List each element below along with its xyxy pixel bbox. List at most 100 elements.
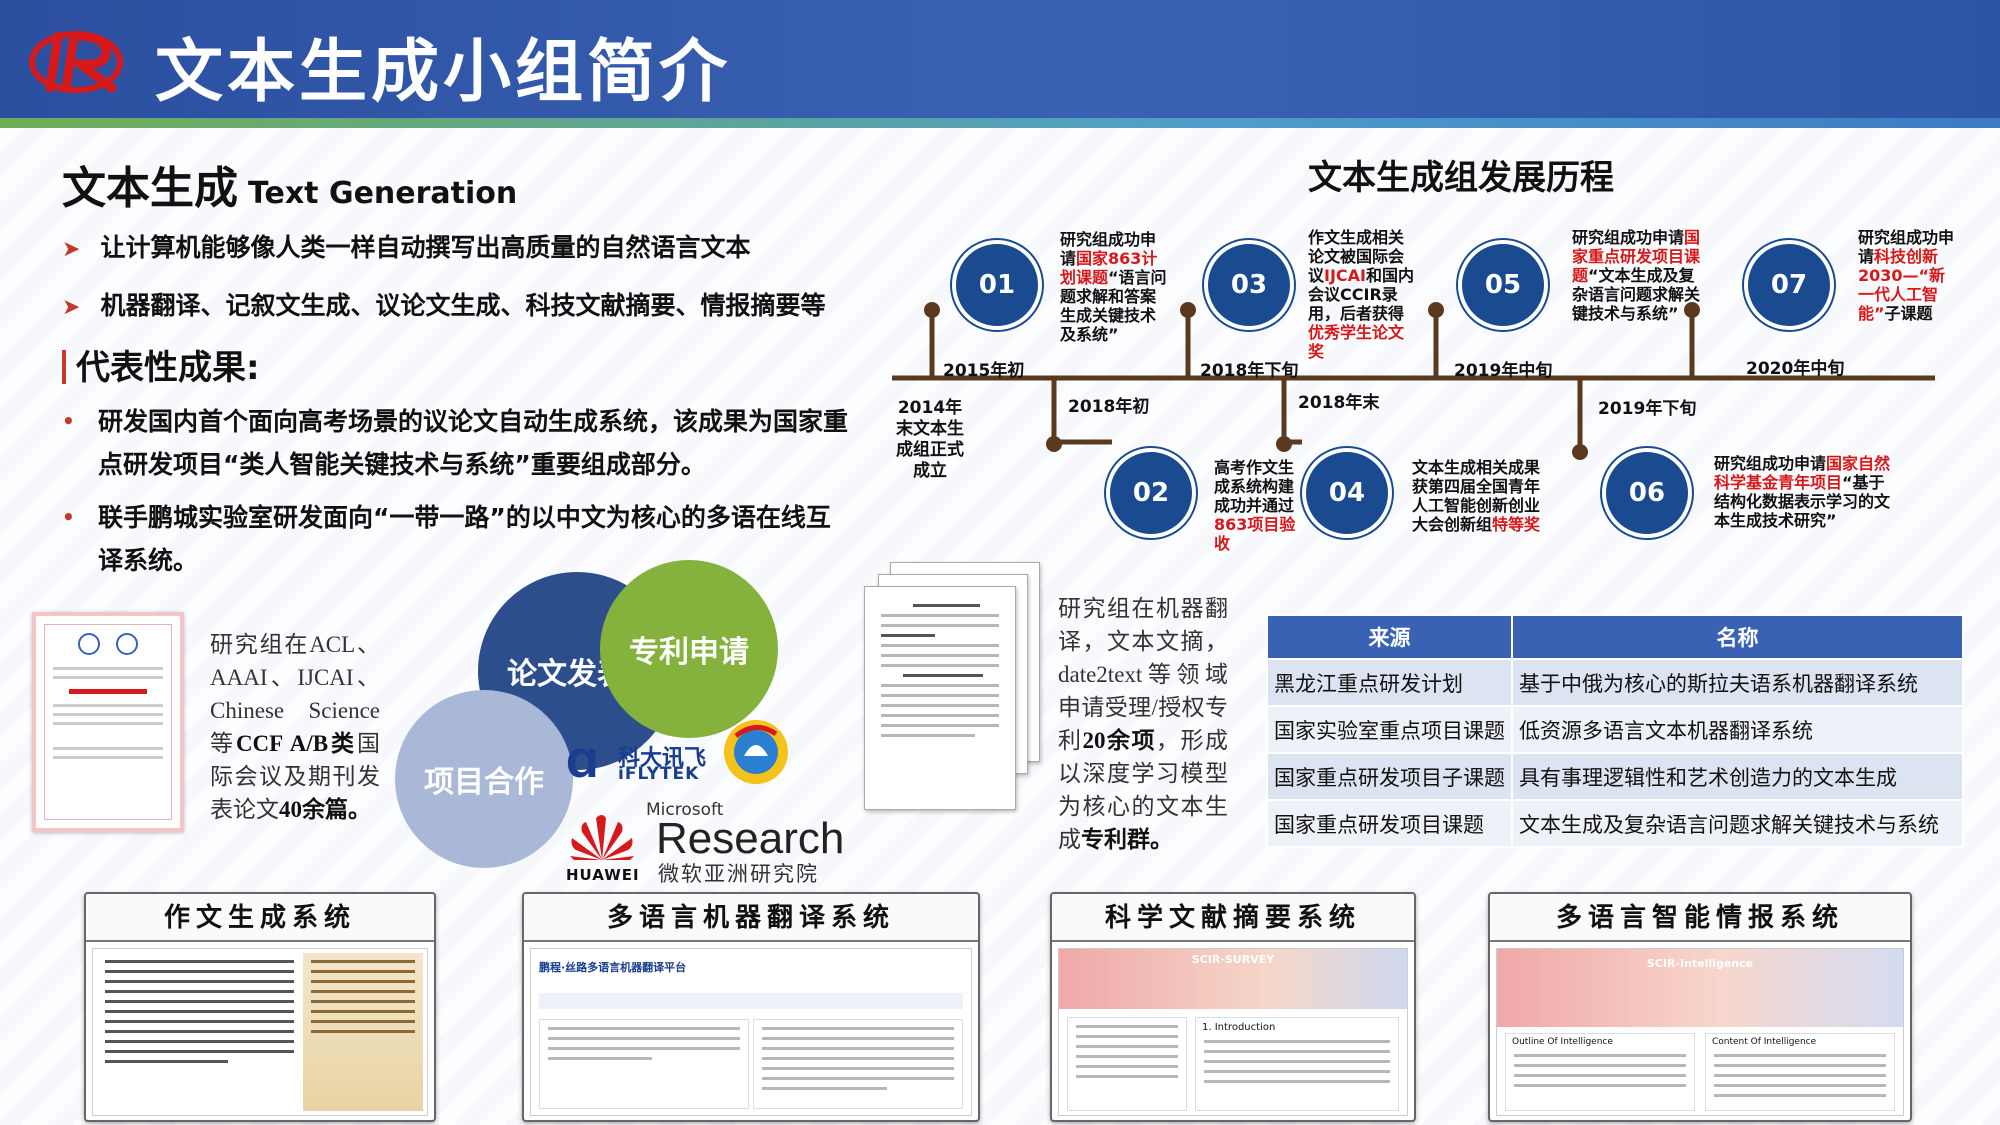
results-title: 代表性成果: <box>62 340 260 389</box>
heading-en: Text Generation <box>248 176 518 211</box>
patents-count: 20余项 <box>1082 728 1157 753</box>
table-cell: 国家实验室重点项目课题 <box>1266 705 1513 754</box>
timeline-node-05: 05 <box>1458 240 1548 330</box>
table-header-source: 来源 <box>1266 614 1513 660</box>
hit-logo-icon <box>29 31 123 93</box>
platform-caption: 鹏程·丝路多语言机器翻译平台 <box>539 961 687 974</box>
desc-highlight: 国家863计划课题 <box>1060 249 1158 287</box>
timeline-node-07: 07 <box>1744 240 1834 330</box>
table-cell: 国家重点研发项目子课题 <box>1266 752 1513 801</box>
timeline-dot <box>924 302 940 318</box>
timeline-desc-02: 高考作文生成系统构建成功并通过863项目验收 <box>1214 458 1304 553</box>
intro-point-text: 让计算机能够像人类一样自动撰写出高质量的自然语言文本 <box>100 233 751 262</box>
system-screenshot: 鹏程·丝路多语言机器翻译平台 <box>530 948 972 1116</box>
desc-text: 和国内会议CCIR录用，后者获得 <box>1308 266 1415 323</box>
table-cell: 基于中俄为核心的斯拉夫语系机器翻译系统 <box>1511 658 1964 707</box>
timeline-node-04: 04 <box>1302 448 1392 538</box>
result-item-1: •研发国内首个面向高考场景的议论文自动生成系统，该成果为国家重点研发项目“类人智… <box>62 400 852 486</box>
header-banner <box>0 0 2000 118</box>
papers-highlight: CCF A/B类 <box>235 731 357 756</box>
papers-text: 国际会议及期刊发表论文 <box>210 731 380 822</box>
desc-highlight: 国家自然科学基金青年项目 <box>1714 454 1891 492</box>
section-caption: 1. Introduction <box>1202 1022 1276 1033</box>
system-title: 多语言机器翻译系统 <box>524 894 978 942</box>
desc-text: 研究组成功申请 <box>1572 228 1685 247</box>
huawei-logo-icon <box>570 815 634 860</box>
projects-table: 来源 名称 黑龙江重点研发计划 基于中俄为核心的斯拉夫语系机器翻译系统 国家实验… <box>1266 614 1964 848</box>
timeline-dot <box>1684 302 1700 318</box>
timeline-date-05: 2019年中旬 <box>1454 361 1553 381</box>
timeline-dot <box>1428 302 1444 318</box>
timeline-date-04: 2018年末 <box>1298 393 1380 413</box>
pengcheng-lab-logo-icon <box>724 720 788 784</box>
patents-highlight: 专利群。 <box>1081 827 1173 852</box>
iflytek-name-cn: 科大讯飞 <box>618 746 707 771</box>
table-header-name: 名称 <box>1511 614 1964 660</box>
system-title: 多语言智能情报系统 <box>1490 894 1910 942</box>
desc-highlight: 国家重点研发项目课题 <box>1572 228 1701 285</box>
patents-description: 研究组在机器翻译，文本文摘，date2text等领域申请受理/授权专利20余项，… <box>1058 592 1228 856</box>
heading-cn: 文本生成 <box>62 163 238 214</box>
patent-document-image <box>864 586 1016 810</box>
papers-count: 40余篇。 <box>279 797 371 822</box>
result-text: 研发国内首个面向高考场景的议论文自动生成系统，该成果为国家重点研发项目“类人智能… <box>98 407 849 479</box>
timeline-desc-03: 作文生成相关论文被国际会议IJCAI和国内会议CCIR录用，后者获得优秀学生论文… <box>1308 228 1416 361</box>
desc-text: 研究组成功申请 <box>1714 454 1827 473</box>
microsoft-research-asia-cn: 微软亚洲研究院 <box>658 862 819 886</box>
intro-point-text: 机器翻译、记叙文生成、议论文生成、科技文献摘要、情报摘要等 <box>100 291 826 320</box>
table-cell: 文本生成及复杂语言问题求解关键技术与系统 <box>1511 799 1964 848</box>
table-cell: 国家重点研发项目课题 <box>1266 799 1513 848</box>
desc-highlight: 特等奖 <box>1492 515 1541 534</box>
platform-caption: SCIR-SURVEY <box>1191 953 1275 966</box>
timeline-desc-05: 研究组成功申请国家重点研发项目课题“文本生成及复杂语言问题求解关键技术与系统” <box>1572 228 1708 323</box>
desc-text: 子课题 <box>1884 304 1933 323</box>
timeline-date-03: 2018年下旬 <box>1200 361 1299 381</box>
intro-point-1: ➤ 让计算机能够像人类一样自动撰写出高质量的自然语言文本 <box>62 228 750 264</box>
timeline-dot <box>1180 302 1196 318</box>
desc-text: 高考作文生成系统构建成功并通过 <box>1214 458 1295 515</box>
timeline-desc-01: 研究组成功申请国家863计划课题“语言问题求解和答案生成关键技术及系统” <box>1060 230 1168 344</box>
timeline-title: 文本生成组发展历程 <box>1308 158 1614 198</box>
microsoft-name: Microsoft <box>646 800 724 820</box>
timeline-node-03: 03 <box>1204 240 1294 330</box>
desc-highlight: IJCAI <box>1324 266 1366 285</box>
seal-icon <box>78 633 100 655</box>
system-title: 作文生成系统 <box>86 894 434 942</box>
system-title: 科学文献摘要系统 <box>1052 894 1414 942</box>
system-panel-essay: 作文生成系统 <box>84 892 436 1122</box>
results-title-text: 代表性成果: <box>76 348 260 388</box>
papers-description: 研究组在ACL、AAAI、IJCAI、Chinese Science等CCF A… <box>210 628 380 826</box>
outline-caption: Outline Of Intelligence <box>1512 1037 1613 1047</box>
timeline-node-06: 06 <box>1602 448 1692 538</box>
award-certificate-image <box>32 612 184 832</box>
desc-highlight: 科技创新2030—“新一代人工智能” <box>1858 247 1946 323</box>
desc-text: 文本生成相关成果获第四届全国青年人工智能创新创业大会创新组 <box>1412 458 1541 534</box>
table-header-row: 来源 名称 <box>1266 614 1964 660</box>
system-panel-intelligence: 多语言智能情报系统 SCIR-Intelligence Outline Of I… <box>1488 892 1912 1122</box>
desc-highlight: 优秀学生论文奖 <box>1308 323 1405 361</box>
timeline-node-01: 01 <box>952 240 1042 330</box>
circle-label: 项目合作 <box>424 765 544 800</box>
iflytek-name-en: iFLYTEK <box>618 764 700 784</box>
table-cell: 低资源多语言文本机器翻译系统 <box>1511 705 1964 754</box>
desc-text: “基于结构化数据表示学习的文本生成技术研究” <box>1714 473 1891 530</box>
timeline-desc-06: 研究组成功申请国家自然科学基金青年项目“基于结构化数据表示学习的文本生成技术研究… <box>1714 454 1896 530</box>
table-row: 国家重点研发项目课题 文本生成及复杂语言问题求解关键技术与系统 <box>1266 799 1964 848</box>
system-panel-translation: 多语言机器翻译系统 鹏程·丝路多语言机器翻译平台 <box>522 892 980 1122</box>
microsoft-research-name: Research <box>656 814 845 863</box>
seal-icon <box>116 633 138 655</box>
desc-text: 研究组成功申请 <box>1060 230 1157 268</box>
intro-point-2: ➤机器翻译、记叙文生成、议论文生成、科技文献摘要、情报摘要等 <box>62 286 825 322</box>
arrow-icon: ➤ <box>62 237 81 262</box>
table-cell: 黑龙江重点研发计划 <box>1266 658 1513 707</box>
table-row: 国家重点研发项目子课题 具有事理逻辑性和艺术创造力的文本生成 <box>1266 752 1964 801</box>
bullet-icon: • <box>62 505 75 529</box>
desc-highlight: 863项目验收 <box>1214 515 1296 553</box>
platform-caption: SCIR-Intelligence <box>1646 957 1754 970</box>
desc-text: “语言问题求解和答案生成关键技术及系统” <box>1060 268 1167 344</box>
patents-text: 研究组在机器翻译，文本文摘，date2text等领域申请受理/授权专利 <box>1058 596 1228 753</box>
iflytek-logo-icon: Ɑ <box>566 742 599 786</box>
timeline-desc-07: 研究组成功申请科技创新2030—“新一代人工智能”子课题 <box>1858 228 1958 323</box>
circle-patent-application: 专利申请 <box>600 560 778 738</box>
timeline-date-07: 2020年中旬 <box>1746 359 1845 379</box>
